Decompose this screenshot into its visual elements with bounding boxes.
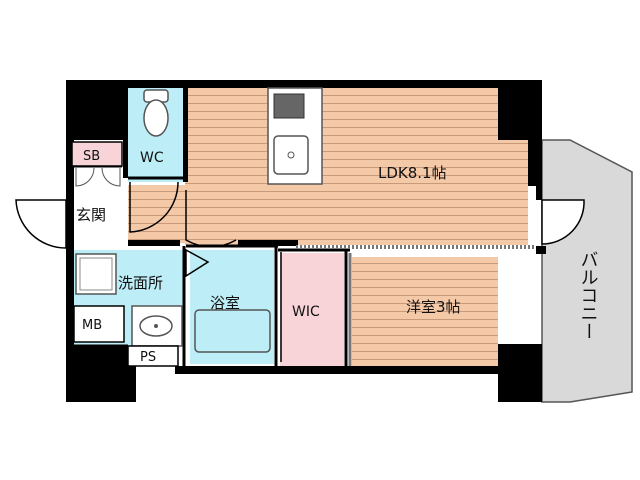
washing-machine-icon <box>75 253 117 295</box>
bedroom-label: 洋室3帖 <box>406 298 461 316</box>
sb-box <box>71 141 123 167</box>
bathtub-icon <box>194 309 271 353</box>
shoe-cabinet-doors <box>75 167 121 187</box>
ldk-door[interactable] <box>185 190 237 248</box>
wic-floor <box>280 253 344 367</box>
entrance-door[interactable] <box>15 199 67 249</box>
balcony-label: バルコニー <box>578 250 599 340</box>
wic-label: WIC <box>292 304 320 320</box>
ldk-lower-floor <box>185 190 528 245</box>
entrance-label: 玄関 <box>76 206 106 224</box>
stove-icon <box>273 93 305 119</box>
sink-icon <box>273 135 309 175</box>
ps-box <box>127 345 179 367</box>
toilet-icon <box>143 89 169 137</box>
ps-label: PS <box>140 350 156 365</box>
structure-walls <box>66 80 546 402</box>
mb-label: MB <box>82 318 102 333</box>
washroom-label: 洗面所 <box>118 274 163 292</box>
wc-label: WC <box>140 150 164 166</box>
bedroom-floor <box>352 257 498 373</box>
mb-box <box>73 305 125 343</box>
ldk-label: LDK8.1帖 <box>378 164 447 182</box>
wc-door[interactable] <box>129 181 179 233</box>
balcony-door[interactable] <box>541 199 585 245</box>
washbasin-icon <box>131 305 183 347</box>
bath-label: 浴室 <box>210 294 240 312</box>
kitchen-counter <box>267 87 323 185</box>
sb-label: SB <box>83 149 100 164</box>
washroom-door[interactable] <box>185 248 210 278</box>
